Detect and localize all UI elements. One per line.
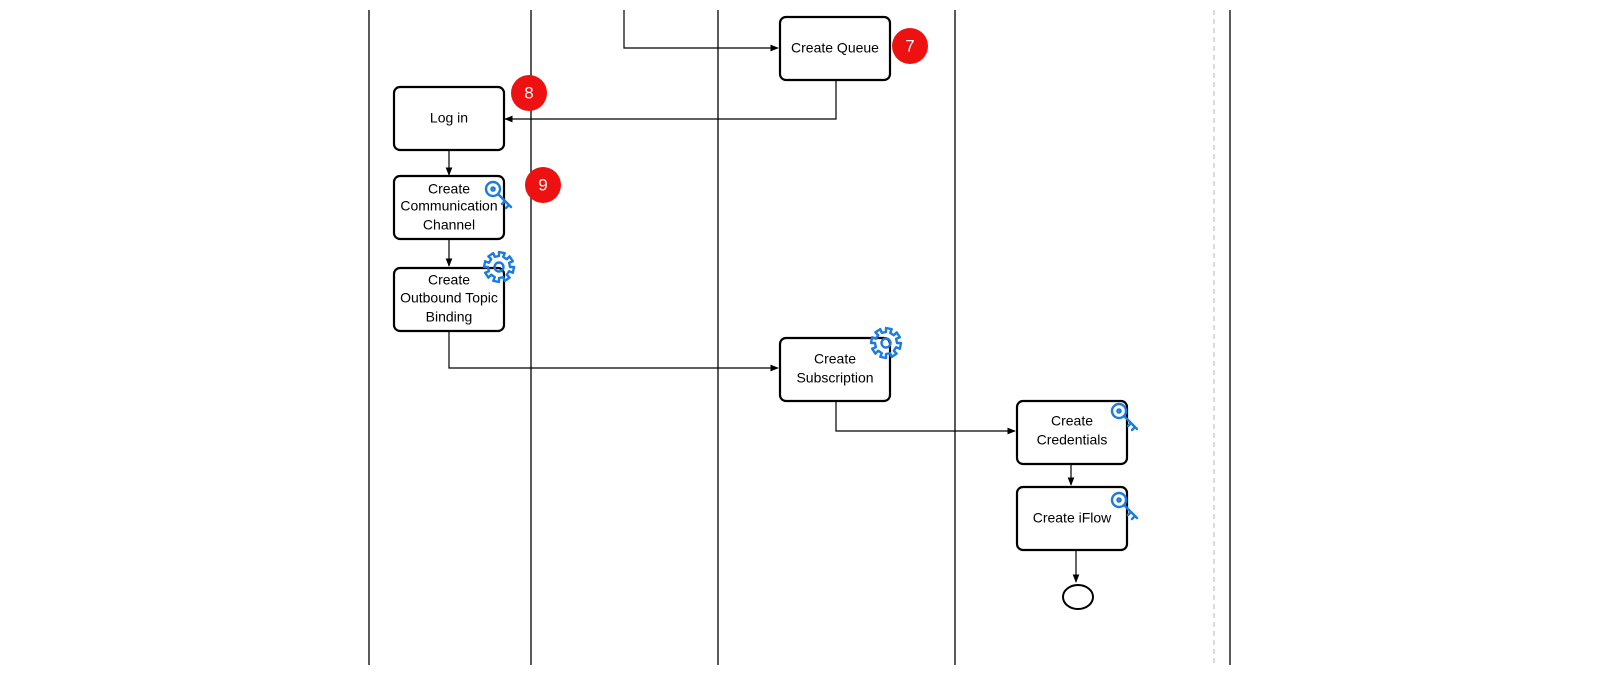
end-event — [1062, 584, 1094, 610]
create-credentials-label-line1: Create — [1051, 413, 1093, 429]
gear-icon — [482, 250, 516, 284]
edge-binding-to-subscription — [448, 329, 779, 372]
create-comm-channel-label-line2: Communication — [400, 198, 497, 214]
create-outbound-topic-binding-task[interactable]: Create Outbound Topic Binding — [392, 250, 516, 333]
gear-outline — [482, 250, 516, 284]
key-icon — [484, 180, 513, 210]
badge-circle — [892, 28, 928, 64]
step-badge-7: 7 — [892, 28, 928, 64]
log-in-label: Log in — [430, 110, 468, 126]
create-queue-task[interactable]: Create Queue — [778, 15, 892, 82]
badge-7-label: 7 — [905, 37, 914, 56]
key-icon — [1110, 491, 1139, 521]
create-credentials-task[interactable]: Create Credentials — [1015, 399, 1139, 466]
log-in-task[interactable]: Log in — [392, 85, 506, 152]
create-iflow-label: Create iFlow — [1033, 510, 1112, 526]
badge-circle — [525, 167, 561, 203]
edge-create-queue-to-log-in — [504, 80, 837, 123]
edge-incoming-to-create-queue — [623, 10, 779, 52]
create-credentials-label-line2: Credentials — [1037, 432, 1108, 448]
badge-circle — [511, 75, 547, 111]
create-subscription-task[interactable]: Create Subscription — [778, 326, 903, 403]
gear-hub — [493, 261, 505, 273]
create-comm-channel-label-line1: Create — [428, 181, 470, 197]
create-outbound-binding-label-line2: Outbound Topic — [400, 290, 498, 306]
key-icon — [1110, 402, 1139, 432]
create-subscription-label-line2: Subscription — [796, 370, 873, 386]
create-outbound-binding-label-line3: Binding — [426, 309, 473, 325]
create-communication-channel-task[interactable]: Create Communication Channel — [392, 174, 513, 241]
create-iflow-task[interactable]: Create iFlow — [1015, 485, 1139, 552]
badge-8-label: 8 — [524, 84, 533, 103]
step-badge-9: 9 — [525, 167, 561, 203]
create-outbound-binding-label-line1: Create — [428, 272, 470, 288]
create-queue-label: Create Queue — [791, 40, 879, 56]
gear-outline — [869, 326, 903, 360]
create-comm-channel-label-line3: Channel — [423, 217, 475, 233]
edge-subscription-to-credentials — [835, 400, 1016, 435]
create-subscription-label-line1: Create — [814, 351, 856, 367]
gear-icon — [869, 326, 903, 360]
badge-9-label: 9 — [538, 176, 547, 195]
gear-hub — [880, 337, 892, 349]
step-badge-8: 8 — [511, 75, 547, 111]
